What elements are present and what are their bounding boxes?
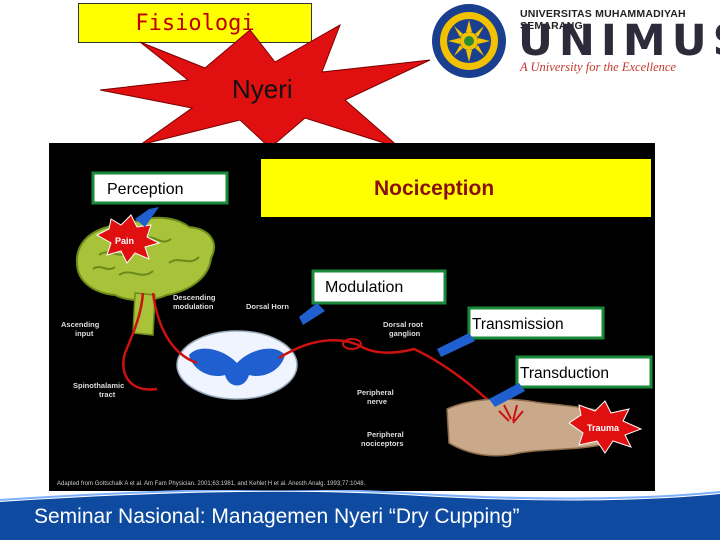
transmission-label: Transmission xyxy=(472,316,564,333)
transduction-arrow xyxy=(489,383,525,407)
modulation-arrow xyxy=(299,303,325,325)
footer-text: Seminar Nasional: Managemen Nyeri “Dry C… xyxy=(34,505,520,528)
footer-band xyxy=(0,490,720,540)
pain-burst xyxy=(95,214,161,264)
spinothalamic-label-2: tract xyxy=(99,390,116,399)
peripheral-nerve-label-2: nerve xyxy=(367,397,387,406)
diagram-citation: Adapted from Gottschalk A et al. Am Fam … xyxy=(57,481,366,487)
nociceptors-label-1: Peripheral xyxy=(367,430,404,439)
university-seal-logo xyxy=(432,4,506,78)
descending-label-2: modulation xyxy=(173,302,214,311)
perception-arrow xyxy=(135,207,159,227)
modulation-box xyxy=(311,269,447,305)
descending-pathway xyxy=(151,292,198,365)
nociceptors-label-2: nociceptors xyxy=(361,439,404,448)
nociception-diagram: Perception Nociception Modulation Transm… xyxy=(49,143,655,491)
dorsal-horn-label: Dorsal Horn xyxy=(246,302,289,311)
pain-label: Pain xyxy=(115,236,134,246)
brain-folds xyxy=(92,236,200,276)
nociception-label: Nociception xyxy=(374,177,494,200)
dorsal-root-label-2: ganglion xyxy=(389,329,421,338)
peripheral-nerve-label-1: Peripheral xyxy=(357,388,394,397)
university-tagline: A University for the Excellence xyxy=(520,60,676,74)
ascending-pathway xyxy=(122,292,158,391)
university-name: UNIVERSITAS MUHAMMADIYAH SEMARANG xyxy=(520,8,686,32)
transduction-label: Transduction xyxy=(520,365,609,382)
descending-label-1: Descending xyxy=(173,293,216,302)
university-acronym: UNIMUS xyxy=(518,16,720,66)
ascending-label-2: input xyxy=(75,329,94,338)
perception-box xyxy=(91,171,229,205)
modulation-label: Modulation xyxy=(325,279,403,296)
nociceptor-endings xyxy=(498,404,524,424)
dorsal-root-label-1: Dorsal root xyxy=(383,320,424,329)
transmission-arrow xyxy=(437,333,475,357)
spinal-gray-matter xyxy=(189,348,285,386)
slide-title: Fisiologi xyxy=(78,3,312,43)
transmission-box xyxy=(467,306,605,340)
spinothalamic-label-1: Spinothalamic xyxy=(73,381,124,390)
stage-arrows xyxy=(135,207,525,407)
diagram-svg: Perception Nociception Modulation Transm… xyxy=(57,159,653,487)
transduction-box xyxy=(515,355,653,389)
burst-label: Nyeri xyxy=(232,74,293,104)
ascending-label-1: Ascending xyxy=(61,320,100,329)
dorsal-root-ganglion xyxy=(342,338,362,350)
perception-label: Perception xyxy=(107,181,184,198)
trauma-label: Trauma xyxy=(587,423,620,433)
nociception-box xyxy=(261,159,651,217)
trauma-burst xyxy=(568,400,643,454)
brainstem xyxy=(132,292,156,336)
